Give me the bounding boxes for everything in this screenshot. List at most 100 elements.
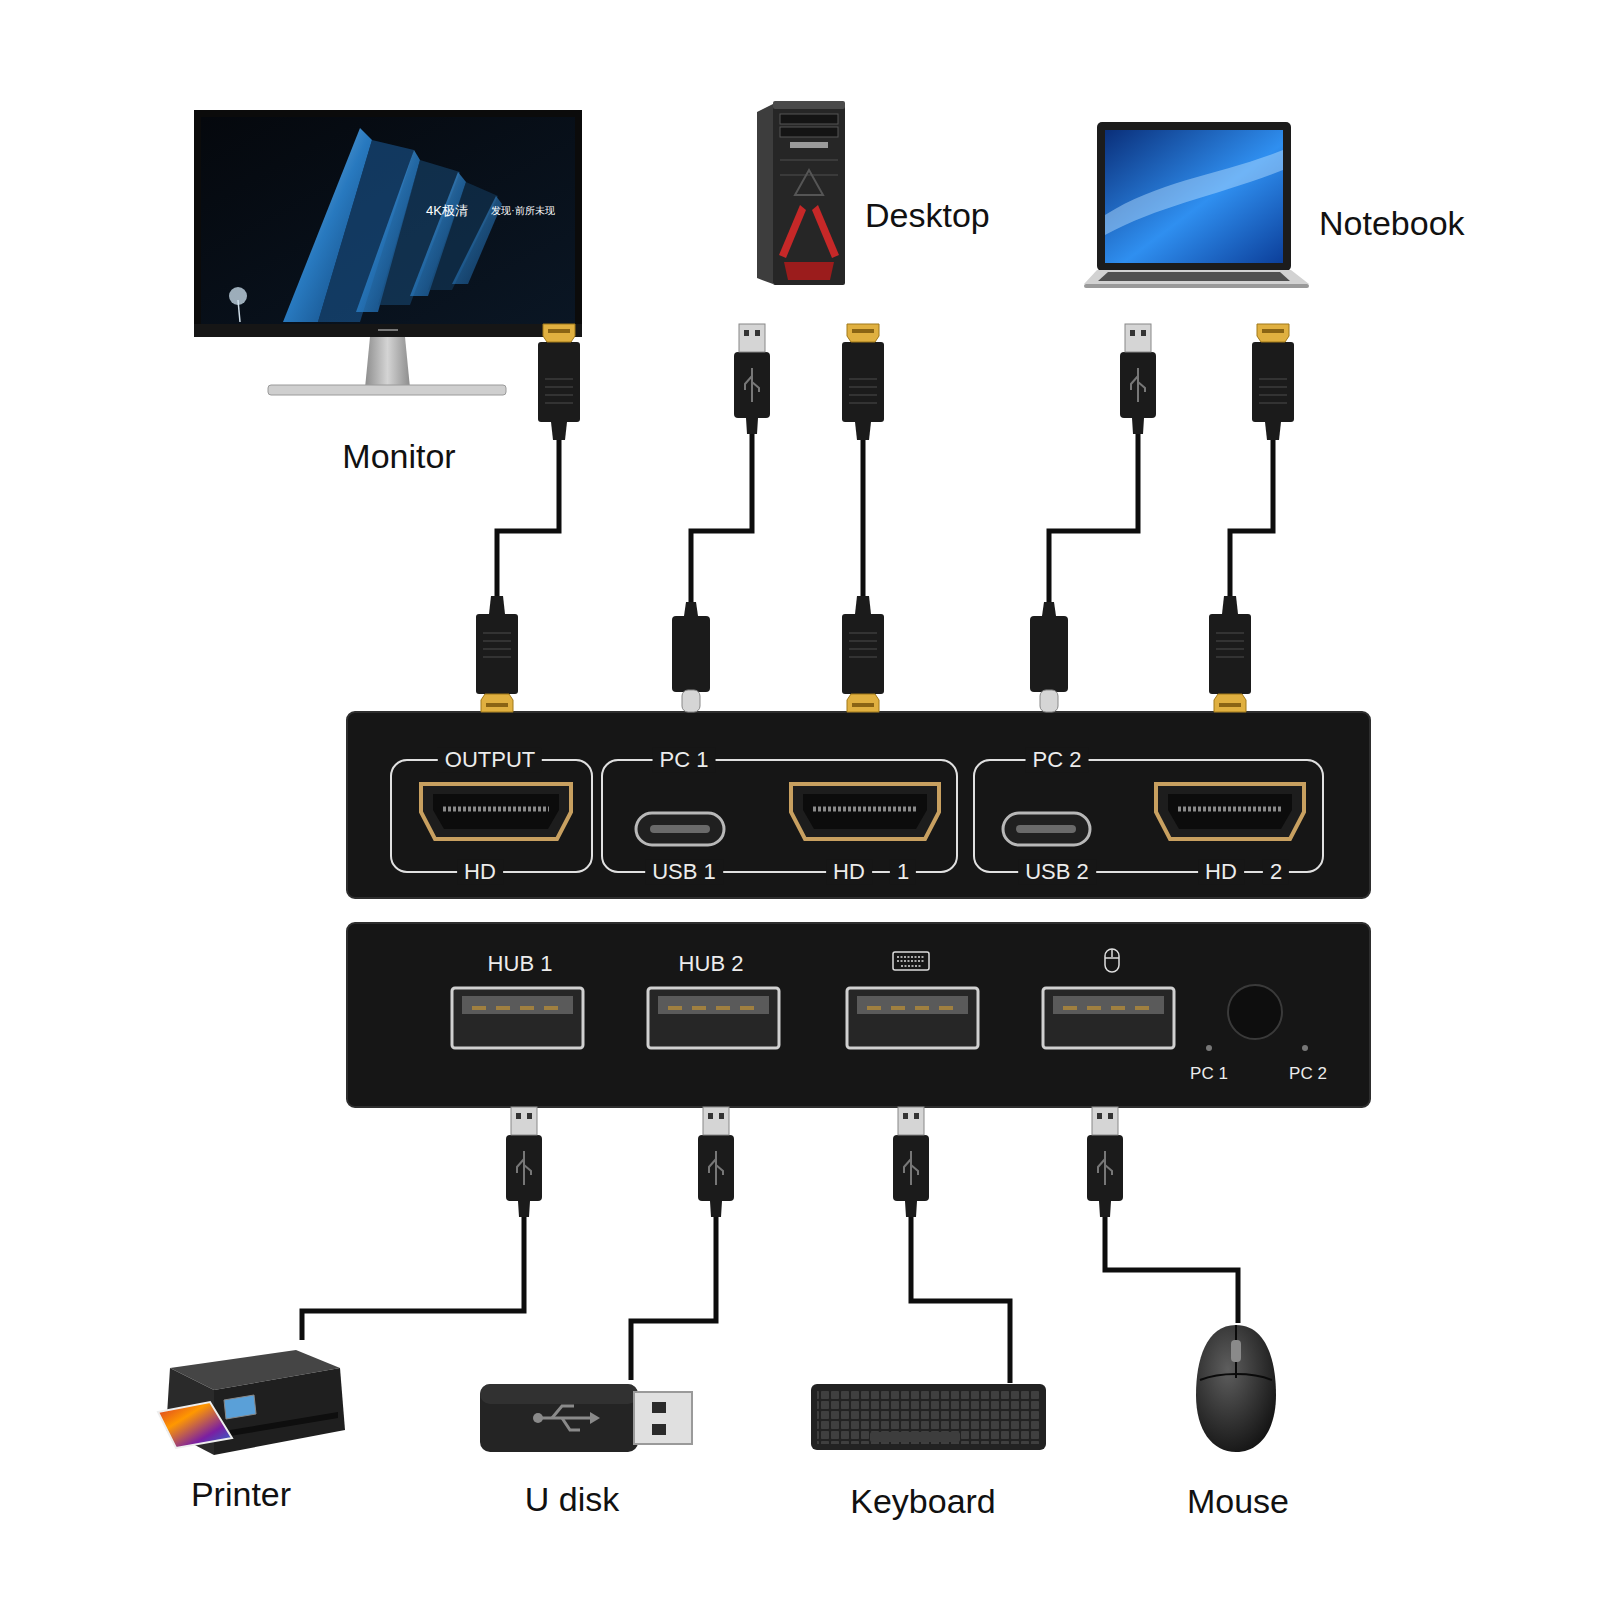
monitor-device: Monitor <box>190 106 586 337</box>
mouse-illustration <box>1196 1325 1276 1452</box>
port-label: HUB 2 <box>679 951 744 976</box>
kvm-back-panel-body <box>1063 1006 1154 1010</box>
port-label: HUB 1 <box>488 951 553 976</box>
kvm-back-panel-body <box>857 996 968 1014</box>
port-label: USB 1 <box>645 859 723 884</box>
device-label: Monitor <box>342 437 455 476</box>
kvm-front-panel <box>433 794 559 829</box>
cable-plug <box>476 324 1294 1217</box>
usb-disk-illustration <box>480 1384 638 1404</box>
desktop-illustration <box>780 160 838 175</box>
desktop-illustration <box>773 104 845 285</box>
cable-plug <box>506 1107 542 1217</box>
monitor-illustration <box>378 329 398 331</box>
cable-plug <box>476 596 518 712</box>
kvm-back-panel-body <box>472 1006 563 1010</box>
port-label: 2 <box>1263 859 1289 884</box>
kvm-back-panel-body <box>648 988 779 1048</box>
cable-plug <box>1030 602 1068 712</box>
desktop-illustration <box>757 104 773 284</box>
kvm-back-panel-body <box>1043 988 1174 1048</box>
cable-plug <box>698 1107 734 1217</box>
port-label: HD <box>826 859 872 884</box>
kvm-front-panel <box>803 794 927 829</box>
printer-device: Printer <box>150 1340 355 1525</box>
monitor-illustration <box>365 337 410 388</box>
printer-illustration <box>230 1412 338 1436</box>
kvm-front-panel <box>443 807 549 812</box>
notebook-device: Notebook <box>1080 118 1485 325</box>
desktop-illustration <box>790 142 828 148</box>
desktop-device: Desktop <box>740 98 1005 325</box>
cable-plug <box>1087 1107 1123 1217</box>
kvm-back-panel-body <box>867 1006 958 1010</box>
kvm-back-panel-body <box>347 923 1370 1107</box>
device-label: U disk <box>525 1480 619 1519</box>
device-label: Printer <box>191 1475 291 1514</box>
port-label: USB 2 <box>1018 859 1096 884</box>
kvm-back-panel-body <box>893 952 929 970</box>
output-port-group: OUTPUT HD <box>391 712 592 892</box>
desktop-illustration <box>812 205 839 258</box>
monitor-illustration <box>268 385 506 395</box>
keyboard-illustration <box>811 1384 1046 1450</box>
usb-disk-illustration <box>652 1402 666 1413</box>
desktop-illustration <box>795 170 823 195</box>
device-label: Desktop <box>865 196 990 235</box>
kvm-front-panel <box>974 760 1323 872</box>
notebook-illustration <box>1084 270 1309 284</box>
desktop-illustration <box>784 262 834 280</box>
usb-c-port: USB 1 <box>630 712 730 892</box>
kvm-back-panel: PC 1PC 2HUB 1HUB 2 <box>347 923 1370 1107</box>
cable-plug <box>1209 596 1251 712</box>
device-label: Mouse <box>1187 1482 1289 1521</box>
cable-plug <box>1252 324 1294 440</box>
port-label: HD <box>457 859 503 884</box>
port-label: 1 <box>890 859 916 884</box>
desktop-illustration <box>779 205 806 258</box>
usb-hub-port: HUB 1 <box>445 940 591 1107</box>
port-label: PC 2 <box>1026 747 1089 772</box>
usb-disk-illustration <box>480 1384 638 1452</box>
kvm-front-panel <box>391 760 592 872</box>
monitor-illustration <box>229 287 247 305</box>
kvm-front-panel <box>347 712 1370 898</box>
kvm-back-panel-body <box>1228 985 1282 1039</box>
cable <box>1105 1107 1238 1323</box>
cable-plug <box>672 602 710 712</box>
kvm-back-panel-body <box>1053 996 1164 1014</box>
printer-illustration <box>158 1402 232 1448</box>
cable-plug <box>893 1107 929 1217</box>
mouse-illustration <box>1231 1340 1241 1362</box>
usb-disk-illustration <box>562 1418 580 1430</box>
cable-plug <box>538 324 580 440</box>
usb-disk-illustration <box>634 1392 692 1444</box>
kvm-back-panel-body <box>897 957 925 966</box>
hdmi-port: HD 1 <box>780 712 950 892</box>
usb-disk-illustration <box>552 1406 574 1418</box>
cable-plug <box>734 324 770 434</box>
usb-disk-illustration <box>540 1417 590 1420</box>
usb-disk-illustration <box>533 1413 543 1423</box>
cable-plug <box>842 596 884 712</box>
port-label: OUTPUT <box>438 747 542 772</box>
cable-plug <box>1120 324 1156 434</box>
usb-c-port: USB 2 <box>995 712 1100 892</box>
kvm-front-panel <box>1156 784 1304 839</box>
desktop-illustration <box>773 101 845 109</box>
monitor-illustration <box>194 110 582 395</box>
usb-disk-illustration <box>652 1424 666 1435</box>
desktop-illustration <box>780 114 838 124</box>
usb-disk-illustration <box>540 1406 590 1430</box>
kvm-front-panel <box>791 784 939 839</box>
monitor-illustration <box>194 324 582 337</box>
desktop-illustration <box>757 101 845 285</box>
monitor-illustration <box>201 117 575 324</box>
notebook-illustration <box>1105 150 1283 235</box>
kvm-front-panel <box>636 813 724 845</box>
led-label: PC 1 <box>1190 1064 1228 1084</box>
mouse-illustration <box>1200 1374 1272 1380</box>
notebook-illustration <box>1084 122 1309 288</box>
kvm-front-panel <box>347 712 1370 898</box>
